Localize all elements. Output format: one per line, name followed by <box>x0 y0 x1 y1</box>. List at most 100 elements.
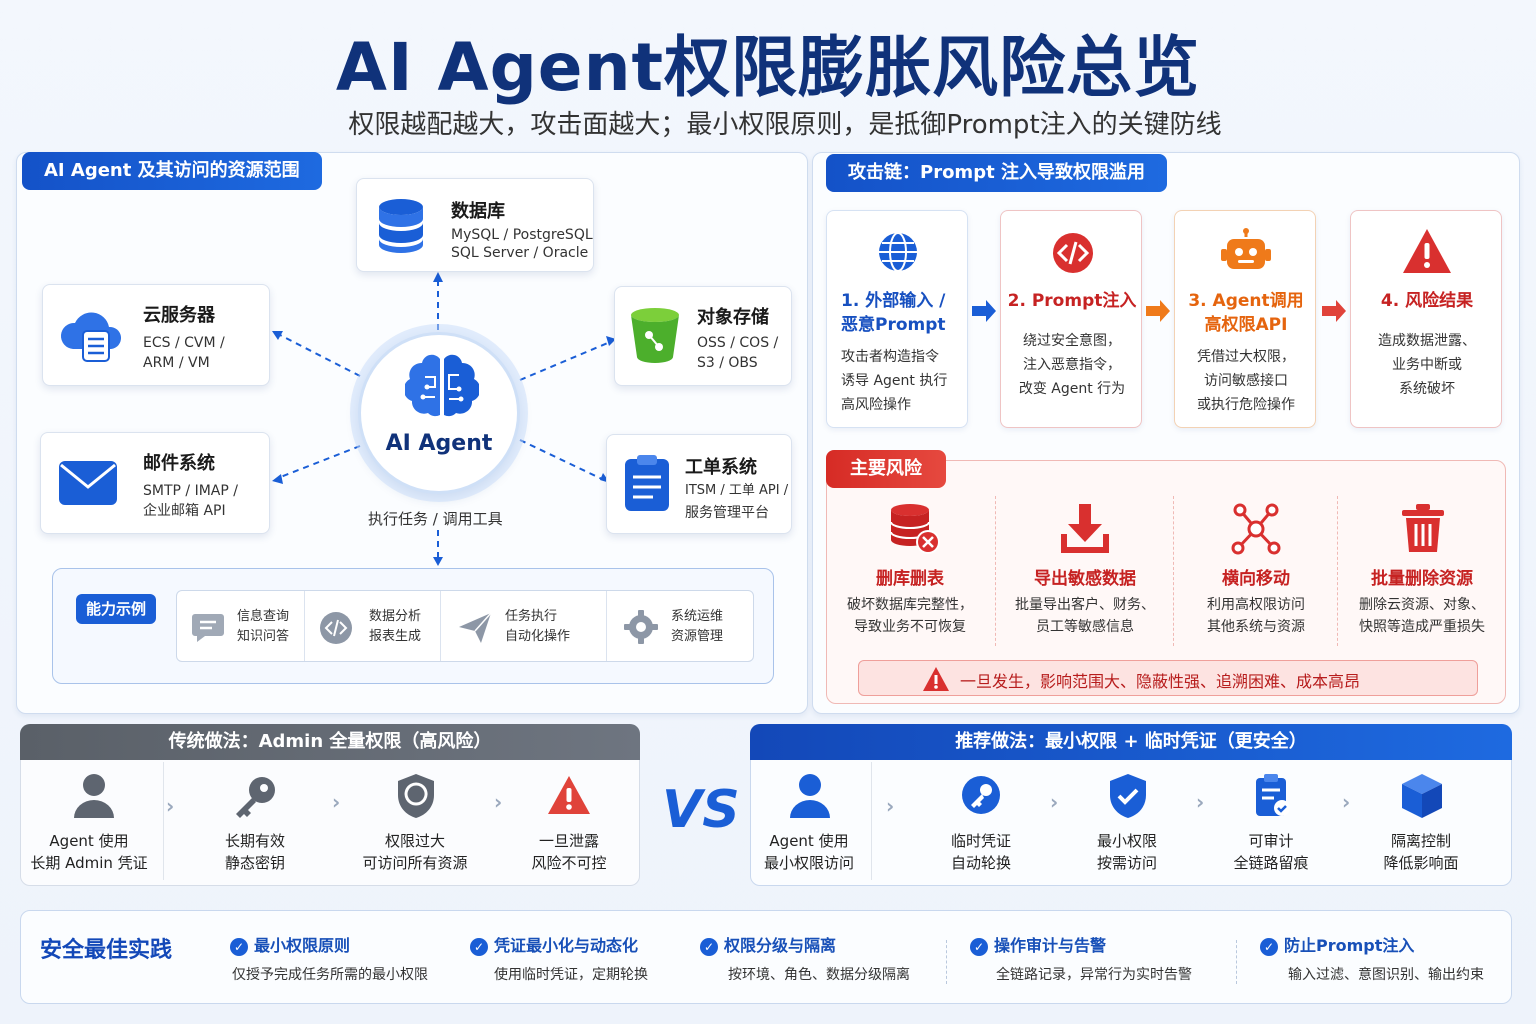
object-storage-line2: S3 / OBS <box>697 355 758 371</box>
recommended-temp-key-l1: 临时凭证 <box>950 832 1011 850</box>
risk-export-data-title: 导出敏感数据 <box>1034 569 1136 589</box>
chevron-right-icon: › <box>166 794 175 818</box>
recommended-item-audit: 可审计 全链路留痕 <box>1206 762 1336 880</box>
recommended-audit-l2: 全链路留痕 <box>1233 854 1309 872</box>
task-label: 执行任务 / 调用工具 <box>368 510 503 528</box>
divider <box>946 940 947 984</box>
resource-scope-tag: AI Agent 及其访问的资源范围 <box>22 152 322 190</box>
chevron-right-icon: › <box>332 790 341 814</box>
risk-bulk-delete-d1: 删除云资源、对象、 <box>1359 597 1485 613</box>
chevron-right-icon: › <box>494 790 503 814</box>
globe-icon <box>879 232 917 272</box>
best-practice-5: ✓防止Prompt注入 输入过滤、意图识别、输出约束 <box>1260 932 1500 984</box>
best-practice-5-desc: 输入过滤、意图识别、输出约束 <box>1288 967 1484 983</box>
brain-icon <box>405 354 479 417</box>
chat-icon <box>192 614 224 642</box>
risk-lateral-move-d1: 利用高权限访问 <box>1207 597 1305 613</box>
traditional-user-l1: Agent 使用 <box>49 832 129 850</box>
capability-item-analysis: 数据分析 报表生成 <box>305 591 441 661</box>
cloud-server-title: 云服务器 <box>143 305 215 326</box>
bucket-icon <box>631 308 679 363</box>
capability-analysis-l1: 数据分析 <box>369 609 422 624</box>
clipboard-icon <box>625 455 669 511</box>
best-practice-1: ✓最小权限原则 仅授予完成任务所需的最小权限 <box>230 932 456 984</box>
risk-lateral-move-title: 横向移动 <box>1222 569 1290 589</box>
database-line2: SQL Server / Oracle <box>451 245 589 261</box>
shield-icon <box>398 774 434 818</box>
attack-step-1: 1. 外部输入 / 恶意Prompt 攻击者构造指令 诱导 Agent 执行 高… <box>826 210 968 428</box>
traditional-leak-l1: 一旦泄露 <box>538 832 599 850</box>
attack-step-2: 2. Prompt注入 绕过安全意图， 注入恶意指令， 改变 Agent 行为 <box>1000 210 1142 428</box>
risk-drop-db-d1: 破坏数据库完整性， <box>847 597 973 613</box>
database-card: 数据库 MySQL / PostgreSQL SQL Server / Orac… <box>356 178 594 272</box>
best-practice-2: ✓凭证最小化与动态化 使用临时凭证，定期轮换 <box>470 932 680 984</box>
check-icon: ✓ <box>230 937 248 956</box>
traditional-shield-l2: 可访问所有资源 <box>362 854 468 872</box>
shield-check-icon <box>1110 774 1146 818</box>
chevron-right-icon: › <box>1050 790 1059 814</box>
attack-step-1-title1: 1. 外部输入 / <box>841 291 946 311</box>
arrow-right-icon <box>1322 300 1346 322</box>
cloud-server-card: 云服务器 ECS / CVM / ARM / VM <box>42 284 270 386</box>
object-storage-line1: OSS / COS / <box>697 335 779 351</box>
send-icon <box>459 612 492 643</box>
key-icon <box>236 777 275 818</box>
attack-step-2-d1: 绕过安全意图， <box>1023 333 1121 349</box>
check-icon: ✓ <box>700 937 718 956</box>
recommended-user-l2: 最小权限访问 <box>763 854 854 872</box>
recommended-isolation-l1: 隔离控制 <box>1390 832 1451 850</box>
best-practice-5-title: 防止Prompt注入 <box>1284 936 1415 955</box>
best-practice-3-title-row: ✓权限分级与隔离 <box>700 932 926 956</box>
warning-icon <box>923 667 949 691</box>
warning-icon <box>548 776 590 814</box>
key-rotate-icon <box>962 776 1000 814</box>
arrow-right-icon <box>972 300 996 322</box>
attack-step-1-d3: 高风险操作 <box>841 397 911 413</box>
traditional-user-l2: 长期 Admin 凭证 <box>30 854 148 872</box>
main-risks-tag: 主要风险 <box>826 450 946 488</box>
database-line1: MySQL / PostgreSQL <box>451 227 593 243</box>
best-practice-4-title-row: ✓操作审计与告警 <box>970 932 1220 956</box>
ticket-system-line1: ITSM / 工单 API / <box>685 483 789 498</box>
page-title: AI Agent权限膨胀风险总览 <box>335 29 1201 106</box>
risk-bulk-delete-title: 批量删除资源 <box>1371 569 1473 589</box>
risk-warning-banner <box>858 660 1478 696</box>
recommended-item-least-priv: 最小权限 按需访问 <box>1062 762 1192 880</box>
best-practices-panel <box>20 910 1512 1004</box>
best-practice-1-title-row: ✓最小权限原则 <box>230 932 456 956</box>
download-icon <box>1061 504 1109 553</box>
ai-agent-label: AI Agent <box>385 431 493 456</box>
attack-step-4-title1: 4. 风险结果 <box>1380 291 1474 311</box>
recommended-user-l1: Agent 使用 <box>769 832 849 850</box>
capability-ops-l1: 系统运维 <box>671 609 724 624</box>
attack-step-2-title1: 2. Prompt注入 <box>1007 291 1137 311</box>
cloud-server-line2: ARM / VM <box>143 355 210 371</box>
risk-export-data: 导出敏感数据 批量导出客户、财务、 员工等敏感信息 <box>996 496 1174 646</box>
traditional-header: 传统做法：Admin 全量权限（高风险） <box>20 724 640 760</box>
capability-ops-l2: 资源管理 <box>671 629 724 644</box>
best-practice-4-desc: 全链路记录，异常行为实时告警 <box>996 967 1192 983</box>
check-icon: ✓ <box>470 937 488 956</box>
best-practice-3: ✓权限分级与隔离 按环境、角色、数据分级隔离 <box>700 932 926 984</box>
best-practice-5-title-row: ✓防止Prompt注入 <box>1260 932 1500 956</box>
attack-step-1-title2: 恶意Prompt <box>841 315 946 335</box>
traditional-item-shield: 权限过大 可访问所有资源 <box>350 762 480 880</box>
traditional-key-l1: 长期有效 <box>224 832 285 850</box>
best-practice-4-title: 操作审计与告警 <box>994 936 1107 955</box>
audit-icon <box>1256 774 1290 816</box>
arrow-right-icon <box>1146 300 1170 322</box>
ai-agent-node: AI Agent <box>358 332 520 494</box>
database-delete-icon <box>890 504 940 554</box>
attack-step-4: 4. 风险结果 造成数据泄露、 业务中断或 系统破坏 <box>1350 210 1502 428</box>
risk-drop-db-title: 删库删表 <box>876 569 944 589</box>
risk-drop-db: 删库删表 破坏数据库完整性， 导致业务不可恢复 <box>830 496 996 646</box>
attack-step-3: 3. Agent调用 高权限API 凭借过大权限， 访问敏感接口 或执行危险操作 <box>1174 210 1316 428</box>
capabilities-tag: 能力示例 <box>76 594 157 624</box>
vs-label: VS <box>662 780 740 840</box>
page-subtitle: 权限越配越大，攻击面越大；最小权限原则，是抵御Prompt注入的关键防线 <box>348 110 1222 140</box>
capability-analysis-l2: 报表生成 <box>369 629 422 644</box>
best-practice-2-desc: 使用临时凭证，定期轮换 <box>494 967 648 983</box>
chevron-right-icon: › <box>1342 790 1351 814</box>
mail-icon <box>59 461 117 505</box>
capability-execute-l2: 自动化操作 <box>505 629 571 644</box>
